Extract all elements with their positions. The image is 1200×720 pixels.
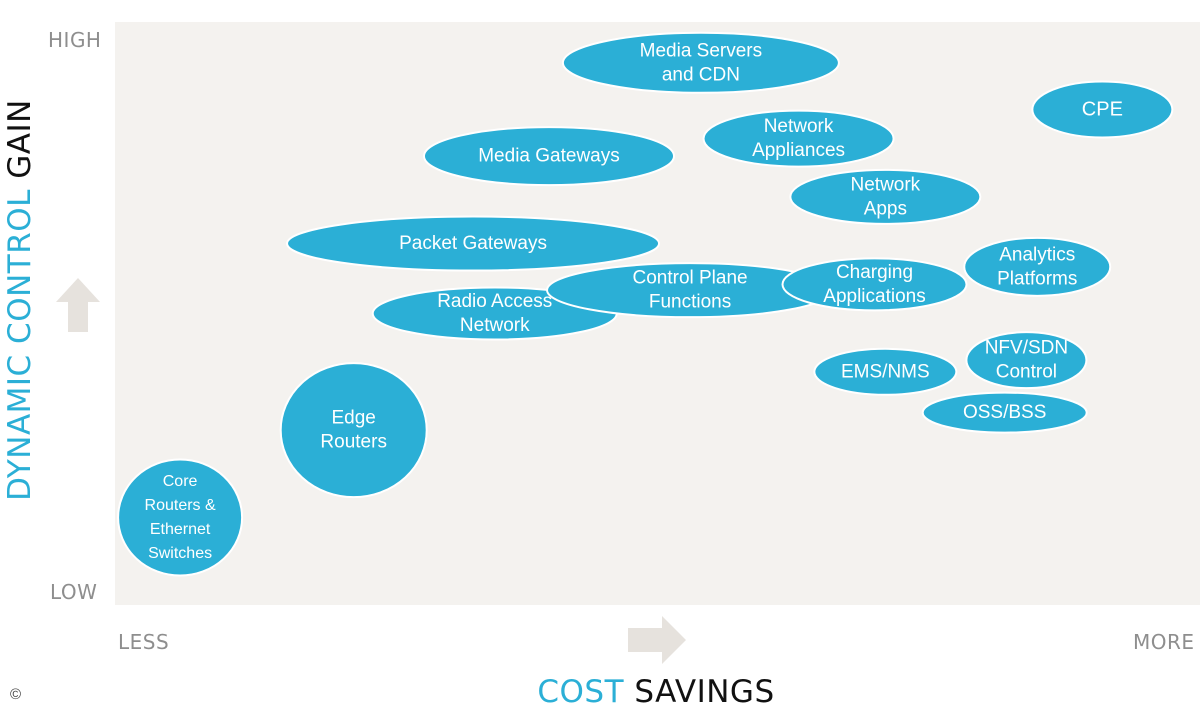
bubble-label: Media Servers xyxy=(640,40,763,61)
bubble-shape xyxy=(561,31,840,94)
bubble-label: Radio Access xyxy=(437,291,552,312)
bubble-shape xyxy=(423,126,675,187)
bubble-shape xyxy=(279,362,428,499)
y-axis-high-label: HIGH xyxy=(48,28,102,52)
bubble-label: and CDN xyxy=(662,64,740,85)
copyright-mark: © xyxy=(10,686,22,703)
x-axis-title: COST SAVINGS xyxy=(537,674,774,710)
bubble-nfv-sdn-control: NFV/SDN Control xyxy=(965,331,1088,390)
bubble-label: Analytics xyxy=(999,244,1075,265)
bubble-label: Functions xyxy=(649,292,731,313)
bubble-label: CPE xyxy=(1082,98,1123,120)
bubble-shape xyxy=(117,458,244,577)
bubble-label: NFV/SDN xyxy=(985,338,1068,359)
bubble-shape xyxy=(781,257,968,312)
bubble-label: Routers & xyxy=(145,497,216,514)
bubble-shape xyxy=(963,236,1112,297)
bubble-label: Packet Gateways xyxy=(399,233,547,254)
bubble-shape xyxy=(1031,80,1174,139)
bubble-shape xyxy=(702,109,895,168)
bubble-oss-bss: OSS/BSS xyxy=(921,391,1088,434)
bubble-cpe: CPE xyxy=(1031,80,1174,139)
x-axis-title-part1: COST xyxy=(537,674,625,710)
bubble-shape xyxy=(921,391,1088,434)
bubble-label: Control Plane xyxy=(632,268,747,289)
bubble-label: Control xyxy=(996,362,1057,383)
bubble-label: Edge xyxy=(332,408,376,429)
arrow-right-icon xyxy=(628,616,686,664)
bubble-label: Appliances xyxy=(752,140,845,161)
bubble-label: Ethernet xyxy=(150,521,211,538)
bubble-label: Platforms xyxy=(997,268,1077,289)
y-axis-low-label: LOW xyxy=(50,580,98,604)
bubble-label: Network xyxy=(460,315,530,336)
bubble-label: Network xyxy=(851,174,921,195)
bubble-label: Applications xyxy=(823,286,925,307)
bubble-media-gateways: Media Gateways xyxy=(423,126,675,187)
bubble-packet-gateways: Packet Gateways xyxy=(286,215,661,272)
x-axis-more-label: MORE xyxy=(1133,630,1195,654)
bubble-label: Apps xyxy=(864,198,907,219)
arrow-up-icon xyxy=(56,278,100,332)
bubble-label: EMS/NMS xyxy=(841,361,930,382)
bubble-shape xyxy=(286,215,661,272)
bubble-label: OSS/BSS xyxy=(963,402,1046,423)
bubble-ems-nms: EMS/NMS xyxy=(813,347,958,396)
bubble-label: Media Gateways xyxy=(478,146,620,167)
bubble-label: Switches xyxy=(148,545,212,562)
x-axis-title-part2: SAVINGS xyxy=(634,674,775,710)
bubble-shape xyxy=(813,347,958,396)
bubble-shape xyxy=(965,331,1088,390)
x-axis-less-label: LESS xyxy=(118,630,170,654)
bubble-label: Core xyxy=(163,473,198,490)
bubble-label: Network xyxy=(764,116,834,137)
bubble-label: Routers xyxy=(320,432,387,453)
bubble-shape xyxy=(789,168,982,225)
bubble-media-servers-cdn: Media Servers and CDN xyxy=(561,31,840,94)
bubble-label: Charging xyxy=(836,262,913,283)
